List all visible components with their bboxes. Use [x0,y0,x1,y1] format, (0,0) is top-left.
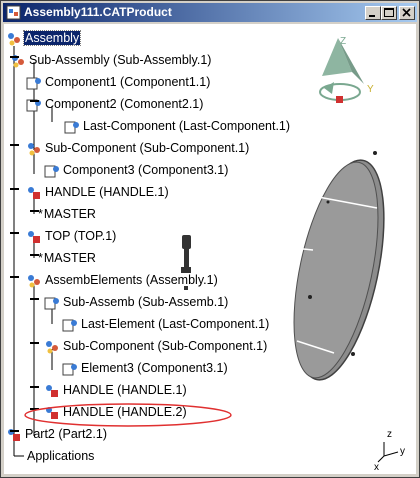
tree-node-sub-assemb[interactable]: Sub-Assemb (Sub-Assemb.1) [44,294,229,311]
part-icon [28,230,40,243]
maximize-button[interactable] [381,6,397,20]
tree-node-master-1[interactable]: *MASTER [38,207,96,221]
part-icon [28,186,40,199]
part-icon [46,384,58,397]
tree-node-last-component[interactable]: Last-Component (Last-Component.1) [64,118,291,135]
tree-node-top[interactable]: TOP (TOP.1) [26,228,117,245]
disc-part[interactable] [278,151,401,387]
master-marker-icon: * [38,207,43,221]
component-icon [62,363,77,376]
tree-node-handle-1b[interactable]: HANDLE (HANDLE.1) [44,382,188,399]
product-document-icon [6,5,21,20]
compass-z-label: Z [340,36,346,47]
tree-node-component1[interactable]: Component1 (Component1.1) [26,74,211,91]
tree-node-applications[interactable]: Applications [27,449,95,463]
handle-part[interactable] [181,235,191,290]
tree-node-sub-component-2[interactable]: Sub-Component (Sub-Component.1) [44,338,268,355]
compass-icon: Z Y [319,36,374,103]
component-icon [64,121,79,134]
tree-node-sub-component[interactable]: Sub-Component (Sub-Component.1) [26,140,250,157]
component-icon [28,142,40,156]
expand-collapse-markers [10,56,39,432]
highlight-ellipse [24,403,232,427]
component-icon [44,297,59,310]
tree-node-root[interactable]: Assembly [6,30,82,47]
close-icon [402,8,411,17]
product-icon [8,32,20,46]
tree-node-last-element[interactable]: Last-Element (Last-Component.1) [62,316,270,333]
tree-node-handle-1[interactable]: HANDLE (HANDLE.1) [26,184,170,201]
tree-node-master-2[interactable]: *MASTER [38,251,96,265]
tree-node-element3[interactable]: Element3 (Component3.1) [62,360,229,377]
component-icon [62,319,77,332]
compass-y-label: Y [367,84,374,95]
component-icon [26,77,41,90]
component-icon [44,165,59,178]
triad-y-label: y [400,446,405,457]
scene-overlay: Z Y [10,36,405,473]
triad-z-label: z [387,429,392,440]
tree-node-component3[interactable]: Component3 (Component3.1) [44,162,229,179]
maximize-icon [384,8,394,17]
window-title: Assembly111.CATProduct [24,5,172,19]
3d-viewport[interactable]: Assembly Sub-Assembly (Sub-Assembly.1) C… [4,24,416,474]
minimize-button[interactable] [365,6,381,20]
component-icon [46,340,58,354]
axis-triad-icon: z y x [374,429,405,473]
component-icon [28,274,40,288]
triad-x-label: x [374,462,379,473]
master-marker-icon: * [38,251,43,265]
minimize-icon [369,15,375,17]
close-button[interactable] [399,6,415,20]
title-bar[interactable]: Assembly111.CATProduct [3,3,417,22]
tree-node-assemb-elements[interactable]: AssembElements (Assembly.1) [26,272,219,289]
